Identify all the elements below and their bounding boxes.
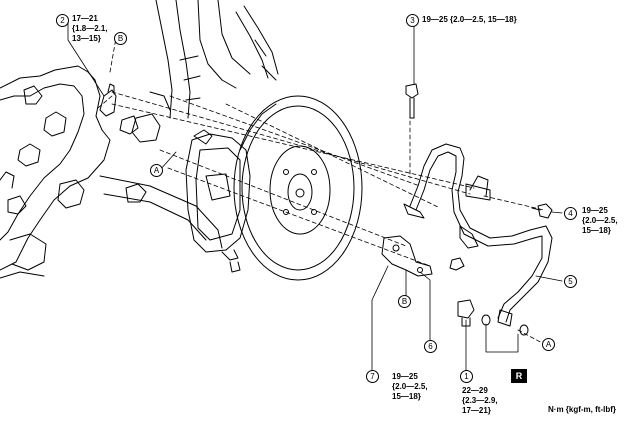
ref-a-right-circle: A: [542, 338, 555, 351]
callout-2-torque: 17—21{1.8—2.1,13—15}: [72, 14, 108, 43]
strut-and-spring: [155, 0, 279, 119]
vehicle-body-outline: [0, 65, 111, 279]
callout-1-circle: 1: [460, 370, 473, 383]
callout-7-circle: 7: [366, 370, 379, 383]
replace-part-mark-icon: R: [511, 369, 527, 383]
callout-4-circle: 4: [564, 207, 577, 220]
callout-5-circle: 5: [564, 275, 577, 288]
dashed-reference-lines: [97, 37, 545, 345]
callout-6-circle: 6: [424, 340, 437, 353]
callout-leader-lines: [67, 21, 563, 371]
torque-units-label: N·m {kgf-m, ft-lbf}: [548, 405, 616, 414]
ref-b-top-circle: B: [114, 32, 127, 45]
callout-2-circle: 2: [56, 14, 69, 27]
callout-6-torque: 19—25{2.0—2.5,15—18}: [392, 372, 428, 401]
union-bolt-part-1-and-washers: [457, 299, 529, 336]
callout-1-torque: 22—29{2.3—2.9,17—21}: [462, 386, 498, 415]
ref-a-left-circle: A: [150, 164, 163, 177]
brake-caliper: [185, 129, 251, 273]
brake-rotor-and-hub: [233, 95, 363, 281]
ref-b-bottom-circle: B: [398, 295, 411, 308]
callout-4-torque: 19—25{2.0—2.5,15—18}: [582, 206, 618, 235]
hose-bracket-part-7: [381, 235, 433, 277]
bolt-part-6: [449, 257, 465, 271]
lower-arm: [99, 91, 223, 249]
hose-bracket-part-2: [99, 83, 117, 117]
brake-hose-assembly: [403, 143, 553, 327]
bolt-part-3: [405, 83, 419, 119]
callout-3-circle: 3: [406, 14, 419, 27]
bolt-part-4: [531, 203, 553, 219]
callout-3-torque: 19—25 {2.0—2.5, 15—18}: [422, 15, 517, 24]
